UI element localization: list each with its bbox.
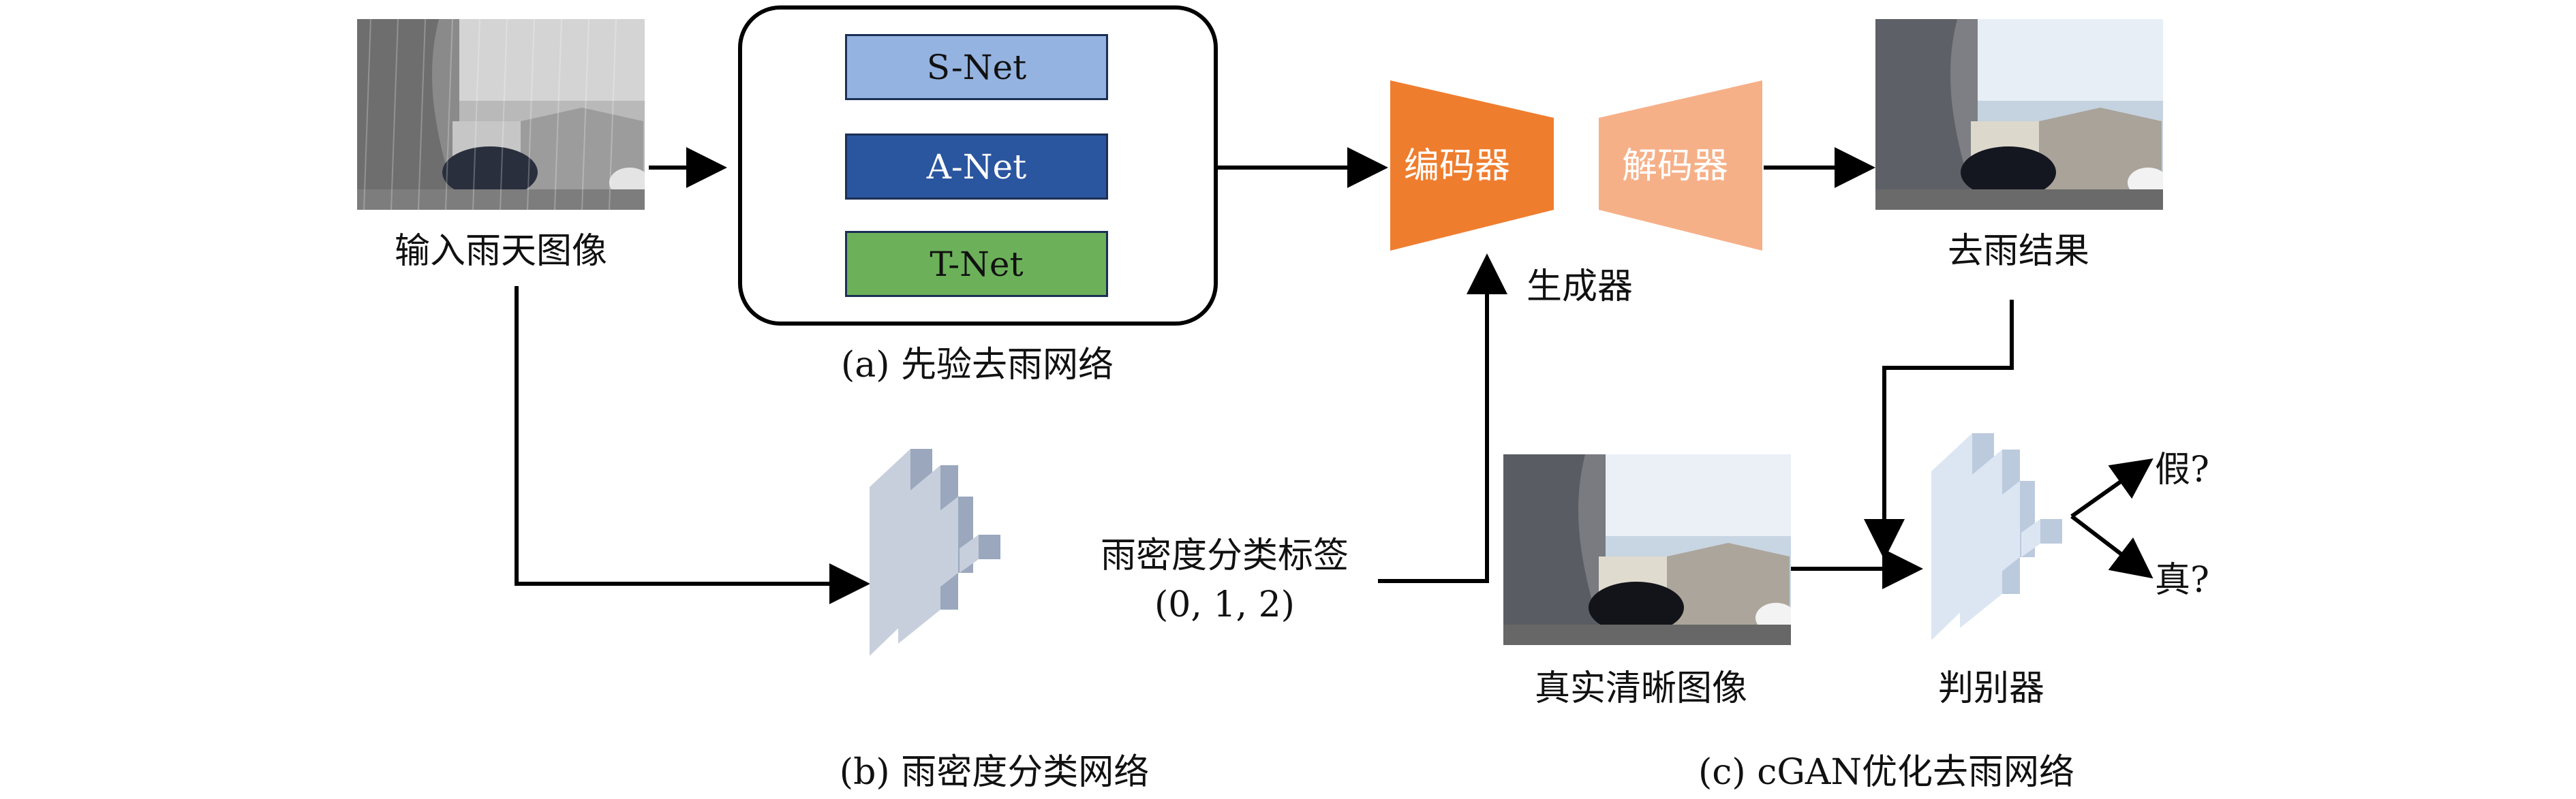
s-net-label: S-Net — [926, 47, 1027, 87]
arrow-output-to-discriminator — [1864, 300, 2014, 560]
discriminator-label: 判别器 — [1937, 668, 2045, 709]
generator-label: 生成器 — [1526, 266, 1634, 307]
real-clear-image — [1503, 454, 1791, 645]
arrow-input-to-classifier — [515, 286, 870, 604]
output-label: 去雨结果 — [1947, 231, 2090, 272]
real-output-label: 真? — [2155, 560, 2209, 601]
a-net-label: A-Net — [926, 146, 1027, 187]
prior-network-box — [738, 5, 1218, 326]
cgan-caption: (c) cGAN优化去雨网络 — [1698, 752, 2074, 793]
decoder-shape — [1599, 80, 1762, 251]
arrow-label-to-generator — [1378, 253, 1507, 583]
fake-output-label: 假? — [2155, 450, 2209, 490]
output-derained-image — [1875, 19, 2163, 210]
encoder-shape — [1390, 80, 1554, 251]
discriminator-network-blocks — [1931, 433, 2062, 640]
prior-network-caption: (a) 先验去雨网络 — [840, 345, 1114, 386]
input-rainy-image — [357, 19, 645, 210]
arrow-to-real — [2070, 514, 2153, 579]
classifier-network-blocks — [870, 449, 1000, 656]
classifier-label-line1: 雨密度分类标签 — [1100, 535, 1349, 576]
s-net-box: S-Net — [845, 34, 1108, 100]
t-net-label: T-Net — [930, 244, 1024, 284]
encoder-label: 编码器 — [1404, 146, 1511, 187]
decoder-label: 解码器 — [1622, 146, 1729, 187]
classifier-label-line2: (0, 1, 2) — [1154, 584, 1295, 625]
arrow-to-fake — [2070, 458, 2153, 518]
classifier-caption: (b) 雨密度分类网络 — [839, 752, 1150, 793]
input-label: 输入雨天图像 — [394, 231, 608, 272]
t-net-box: T-Net — [845, 231, 1108, 297]
real-image-label: 真实清晰图像 — [1534, 668, 1748, 709]
a-net-box: A-Net — [845, 134, 1108, 200]
